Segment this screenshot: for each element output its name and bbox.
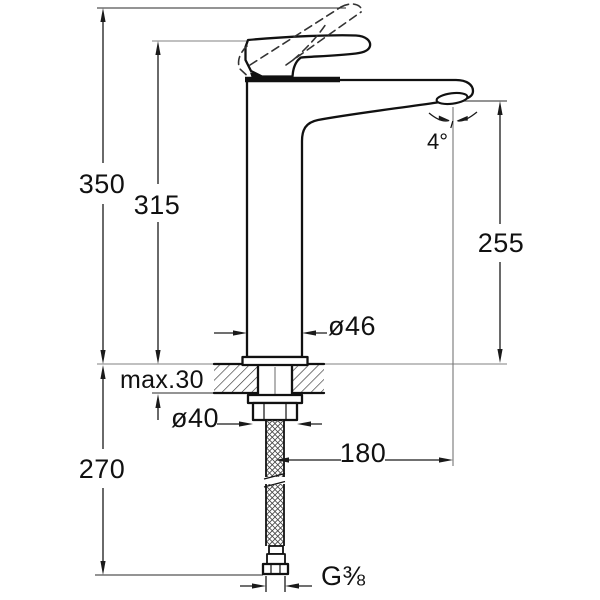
dim-below-deck-length: 270 [79, 454, 126, 484]
lever-handle [244, 34, 372, 78]
dim-max-deck-thickness: max.30 [120, 366, 204, 394]
hose-collar-upper [268, 545, 284, 555]
spout-outlet-aerator [435, 91, 469, 106]
hose-end-nut [261, 562, 290, 576]
dim-spout-reach: 180 [340, 438, 387, 468]
dim-outlet-height: 255 [478, 228, 525, 258]
lever-handle-raised-dashed [237, 3, 363, 77]
deck-hatch-left [214, 365, 258, 393]
dim-handle-height: 315 [134, 190, 181, 220]
angle-arc-4deg [428, 111, 478, 129]
dim-outlet-angle: 4° [427, 129, 448, 154]
hose-upper-braid [266, 420, 284, 477]
dim-body-diameter: ø46 [328, 311, 376, 341]
faucet-body [241, 72, 475, 367]
mounting-nut [251, 401, 299, 422]
base-flange [241, 355, 309, 367]
mounting-washer [246, 393, 304, 405]
supply-hose [261, 420, 290, 576]
extension-lines [95, 7, 507, 576]
mounting-parts [246, 363, 304, 422]
dim-overall-height: 350 [79, 169, 126, 199]
dimension-lines [100, 8, 503, 592]
hose-lower-braid [266, 484, 284, 546]
hose-collar-lower [266, 553, 286, 565]
deck-hatch-right [292, 365, 324, 393]
dim-supply-thread: G⅜ [321, 561, 366, 591]
counter-deck [212, 362, 326, 395]
dim-shank-nut-diameter: ø40 [171, 403, 219, 433]
